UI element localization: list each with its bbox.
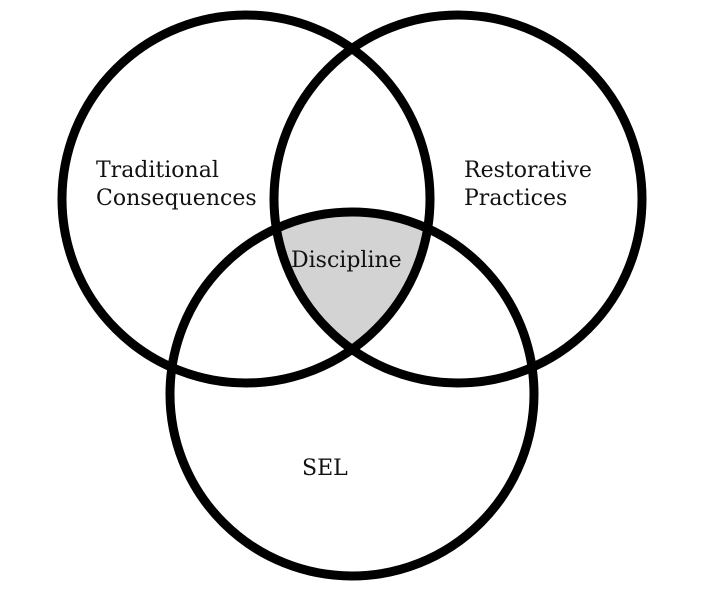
label-sel: SEL [302,456,348,481]
circle-restorative-practices [269,10,647,388]
label-discipline: Discipline [291,248,402,273]
circle-traditional-consequences [57,10,435,388]
label-traditional-consequences: Traditional Consequences [96,158,257,211]
circle-sel [165,207,539,581]
label-restorative-practices: Restorative Practices [464,158,599,211]
